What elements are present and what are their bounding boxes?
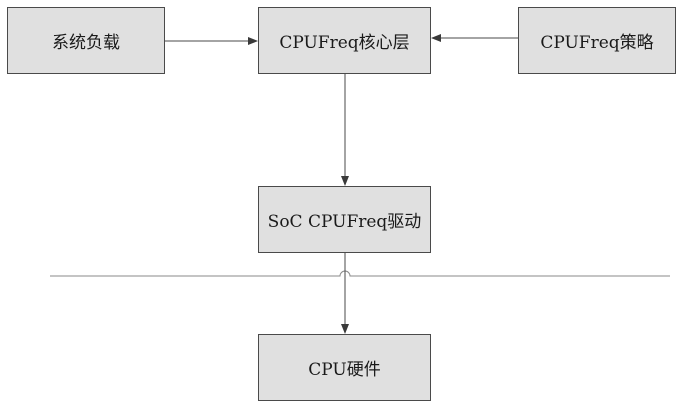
node-soc-cpufreq-driver: SoC CPUFreq驱动 xyxy=(258,186,431,253)
node-cpu-hardware-label: CPU硬件 xyxy=(308,360,381,380)
node-cpu-hardware: CPU硬件 xyxy=(258,334,431,401)
node-system-load: 系统负载 xyxy=(7,7,165,74)
divider-line xyxy=(50,270,670,277)
node-cpufreq-policy: CPUFreq策略 xyxy=(518,7,676,74)
node-cpufreq-core-layer-label: CPUFreq核心层 xyxy=(279,33,410,53)
node-system-load-label: 系统负载 xyxy=(52,33,120,53)
node-cpufreq-policy-label: CPUFreq策略 xyxy=(540,33,654,53)
node-soc-cpufreq-driver-label: SoC CPUFreq驱动 xyxy=(267,212,422,232)
node-cpufreq-core-layer: CPUFreq核心层 xyxy=(258,7,431,74)
